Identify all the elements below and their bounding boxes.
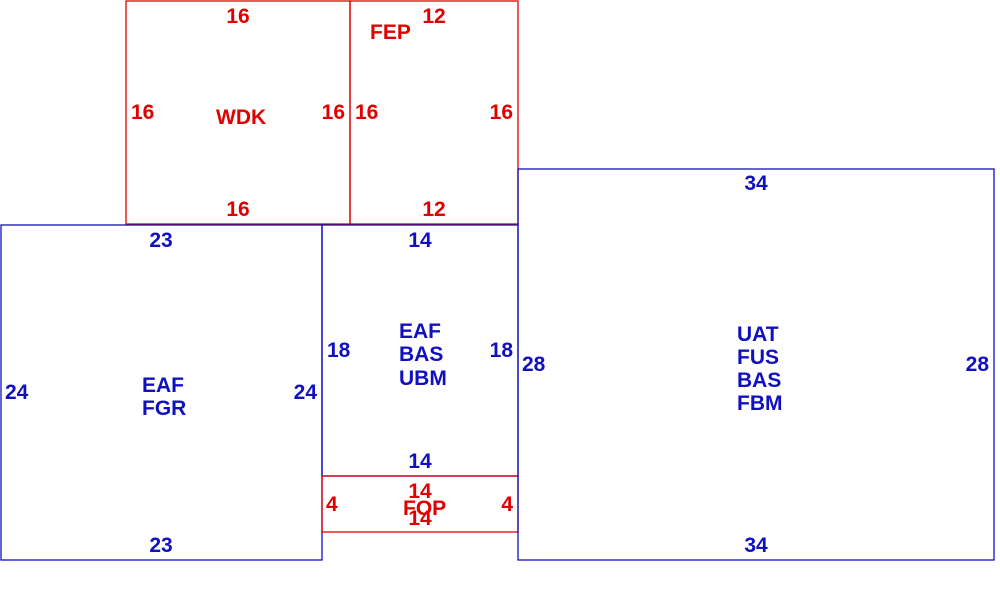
room-fep-top-dim: 12 <box>422 5 445 28</box>
room-eaf-bas-ubm-bottom-dim: 14 <box>408 450 432 473</box>
room-uat-top-dim: 34 <box>744 172 768 195</box>
room-eaf-fgr: 23 23 24 24 EAF FGR <box>0 224 323 561</box>
room-eaf-fgr-name-2: FGR <box>142 397 186 420</box>
room-eaf-bas-ubm-name-2: BAS <box>399 343 443 366</box>
room-eaf-bas-ubm: 14 14 18 18 EAF BAS UBM <box>321 224 519 477</box>
room-fep-right-dim: 16 <box>490 101 513 124</box>
room-eaf-bas-ubm-left-dim: 18 <box>327 339 351 362</box>
room-uat-outline <box>517 168 995 561</box>
room-wdk-top-dim: 16 <box>226 5 249 28</box>
room-wdk-left-dim: 16 <box>131 101 154 124</box>
room-eaf-fgr-top-dim: 23 <box>149 229 172 252</box>
room-fop: 14 14 4 4 FOP <box>321 475 519 533</box>
room-wdk: 16 16 16 16 WDK <box>125 0 351 225</box>
room-eaf-bas-ubm-name-1: EAF <box>399 320 441 343</box>
room-uat-name-2: FUS <box>737 346 779 369</box>
room-eaf-fgr-right-dim: 24 <box>294 381 318 404</box>
room-uat-name-4: FBM <box>737 392 783 415</box>
room-uat-name-3: BAS <box>737 369 781 392</box>
room-fop-left-dim: 4 <box>326 493 338 516</box>
room-uat-fus-bas-fbm: 34 34 28 28 UAT FUS BAS FBM <box>517 168 995 561</box>
room-wdk-right-dim: 16 <box>322 101 345 124</box>
room-eaf-bas-ubm-right-dim: 18 <box>490 339 514 362</box>
room-wdk-name: WDK <box>216 106 266 129</box>
room-fep-name: FEP <box>370 21 411 44</box>
room-eaf-bas-ubm-name-3: UBM <box>399 367 447 390</box>
room-uat-bottom-dim: 34 <box>744 534 768 557</box>
room-fop-name: FOP <box>403 497 446 520</box>
room-uat-name-1: UAT <box>737 323 779 346</box>
room-fop-bottom-dim: 14 <box>408 507 432 530</box>
room-eaf-fgr-name-1: EAF <box>142 374 184 397</box>
room-uat-right-dim: 28 <box>966 353 990 376</box>
room-wdk-bottom-dim: 16 <box>226 198 249 221</box>
room-fep: 12 12 16 16 FEP <box>349 0 519 225</box>
room-fop-right-dim: 4 <box>501 493 513 516</box>
room-fep-bottom-dim: 12 <box>422 198 445 221</box>
room-eaf-fgr-left-dim: 24 <box>5 381 29 404</box>
room-fep-outline <box>349 0 519 225</box>
room-fep-left-dim: 16 <box>355 101 378 124</box>
room-eaf-bas-ubm-top-dim: 14 <box>408 229 432 252</box>
room-uat-left-dim: 28 <box>522 353 546 376</box>
room-eaf-fgr-bottom-dim: 23 <box>149 534 172 557</box>
room-fop-top-dim: 14 <box>408 480 432 503</box>
